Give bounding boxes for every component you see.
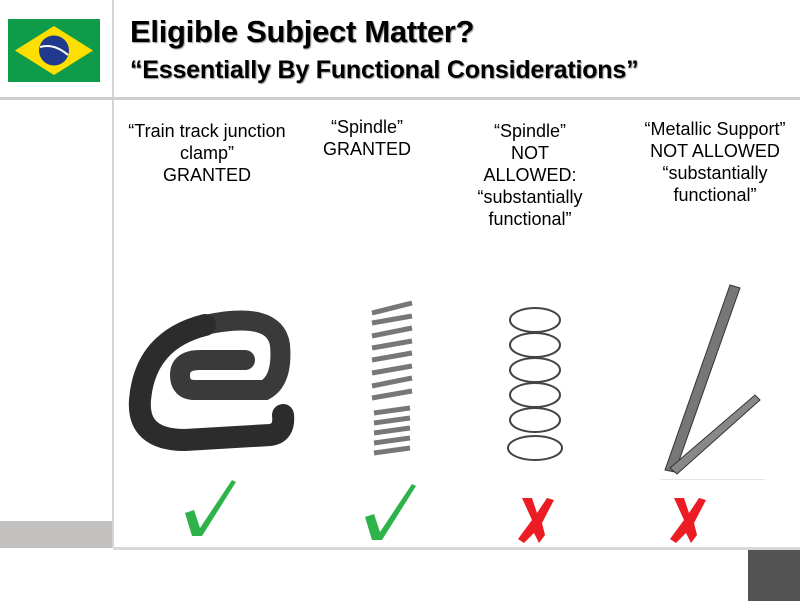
caption-line: “Spindle” bbox=[493, 121, 567, 141]
slide-subtitle: “Essentially By Functional Consideration… bbox=[130, 56, 639, 84]
divider-bottom bbox=[113, 547, 800, 550]
caption-line: functional” bbox=[673, 185, 757, 205]
caption-line: GRANTED bbox=[322, 139, 411, 159]
metallic-support-image bbox=[660, 284, 765, 480]
caption-metallic-support: “Metallic Support” NOT ALLOWED “substant… bbox=[625, 118, 800, 206]
spindle-spring-image bbox=[371, 300, 413, 456]
cross-icon bbox=[518, 498, 554, 543]
caption-train-clamp: “Train track junction clamp” GRANTED bbox=[112, 120, 302, 186]
caption-line: “substantially bbox=[662, 163, 768, 183]
divider-header bbox=[0, 97, 800, 100]
caption-line: “Train track junction bbox=[128, 121, 286, 141]
spindle-spiral-image bbox=[507, 307, 563, 461]
train-track-clamp-image bbox=[128, 310, 295, 452]
brazil-flag-icon bbox=[8, 19, 100, 82]
caption-line: “Metallic Support” bbox=[644, 119, 786, 139]
caption-line: clamp” bbox=[179, 143, 234, 163]
caption-line: NOT bbox=[511, 143, 549, 163]
caption-line: ALLOWED: bbox=[483, 165, 577, 185]
caption-line: NOT ALLOWED bbox=[650, 141, 780, 161]
caption-line: “substantially bbox=[477, 187, 583, 207]
caption-line: functional” bbox=[488, 209, 572, 229]
check-icon bbox=[185, 480, 236, 536]
slide-title: Eligible Subject Matter? bbox=[130, 14, 475, 49]
caption-line: “Spindle” bbox=[330, 117, 404, 137]
decorative-gray-block bbox=[0, 521, 112, 548]
cross-icon bbox=[670, 498, 706, 543]
caption-line: GRANTED bbox=[162, 165, 251, 185]
caption-spindle-refused: “Spindle” NOT ALLOWED: “substantially fu… bbox=[460, 120, 600, 230]
divider-vertical bbox=[112, 0, 114, 548]
check-icon bbox=[365, 484, 416, 540]
decorative-dark-block bbox=[748, 550, 800, 601]
caption-spindle-granted: “Spindle” GRANTED bbox=[307, 116, 427, 160]
